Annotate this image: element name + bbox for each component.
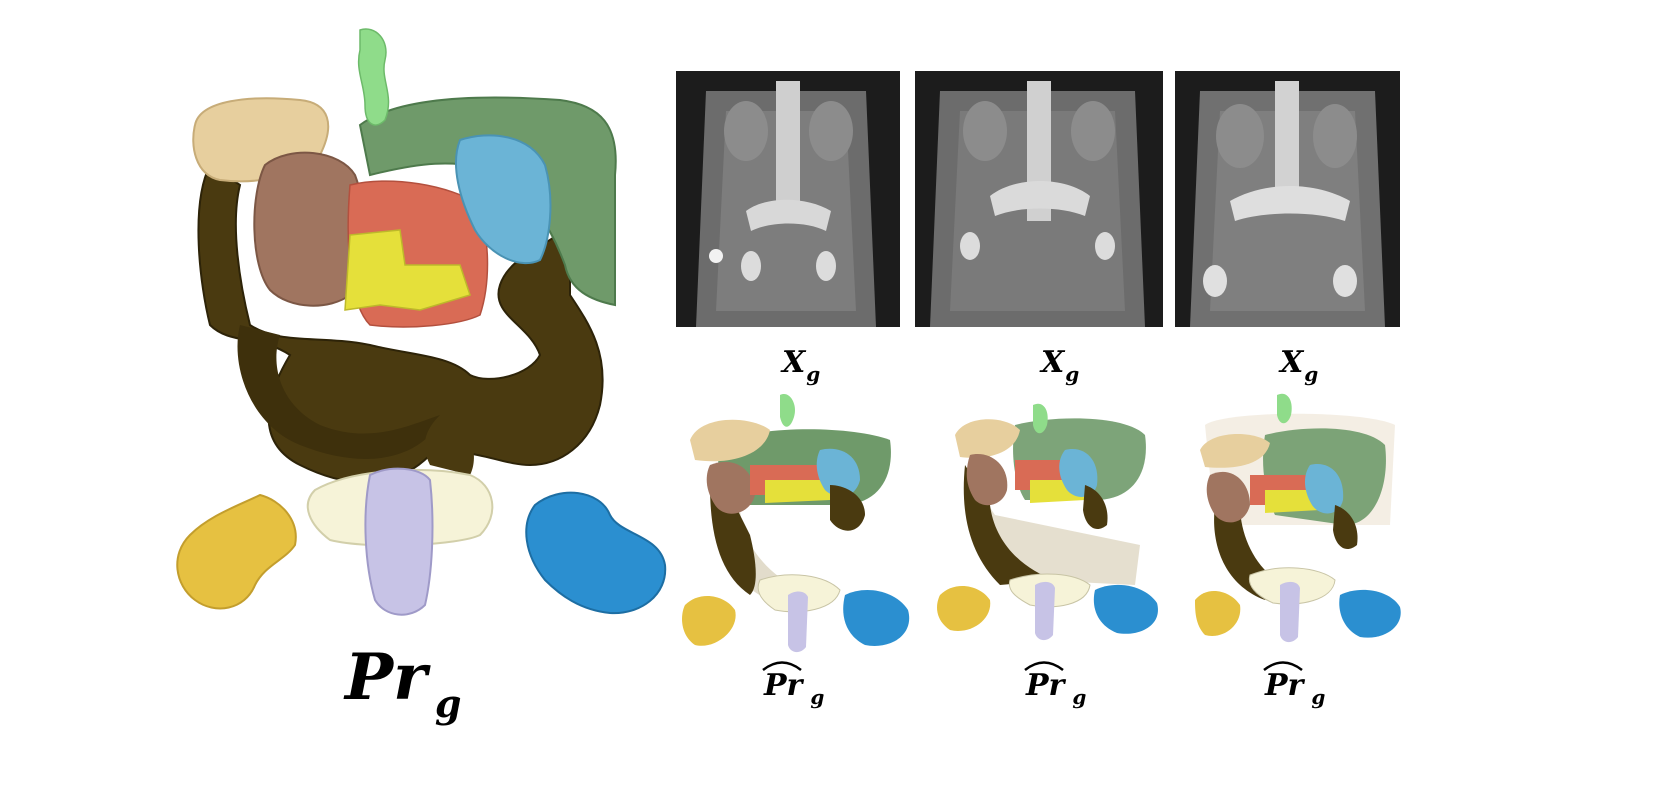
main-organ-rendering	[170, 25, 710, 665]
pr-hat-2-text: Pr	[1026, 668, 1065, 703]
pr-hat-label-3: Pr g	[1263, 661, 1325, 709]
prediction-render-1	[680, 385, 920, 655]
x-label-3-text: X	[1280, 345, 1304, 380]
main-organ-svg	[176, 28, 667, 616]
femur-left	[176, 493, 297, 610]
colon-lower	[237, 325, 440, 459]
spleen	[454, 134, 552, 265]
esophagus	[357, 28, 390, 126]
pr-hat-label-1: Pr g	[762, 661, 824, 709]
pr-hat-3: Pr	[1263, 661, 1304, 703]
pr-hat-3-sub: g	[1311, 685, 1326, 709]
prediction-render-1-svg	[682, 394, 910, 653]
pr-hat-3-text: Pr	[1265, 668, 1304, 703]
hat-accent-icon	[762, 661, 802, 671]
prediction-render-3	[1195, 385, 1415, 655]
prediction-render-2-svg	[937, 403, 1158, 641]
x-label-2: Xg	[1041, 345, 1079, 386]
ct-scan-1-svg	[676, 71, 900, 327]
pr-hat-1-sub: g	[810, 685, 825, 709]
prostate	[364, 467, 434, 616]
pr-hat-2-sub: g	[1072, 685, 1087, 709]
duodenum	[344, 229, 471, 311]
prediction-render-2	[935, 385, 1175, 655]
pr-hat-1: Pr	[762, 661, 803, 703]
x-label-3-sub: g	[1304, 362, 1319, 386]
colon	[197, 163, 604, 484]
ct-scan-3	[1175, 71, 1400, 327]
rectum	[424, 410, 474, 475]
x-label-1-sub: g	[806, 362, 821, 386]
x-label-2-text: X	[1041, 345, 1065, 380]
femur-right	[525, 491, 667, 615]
prediction-render-3-svg	[1195, 393, 1401, 643]
hat-accent-icon	[1263, 661, 1303, 671]
hat-accent-icon	[1024, 661, 1064, 671]
main-pr-subscript: g	[434, 681, 462, 726]
ct-scan-1	[676, 71, 900, 327]
main-pr-text: Pr	[345, 640, 427, 715]
pr-hat-2: Pr	[1024, 661, 1065, 703]
ct-scan-2-svg	[915, 71, 1163, 327]
pr-hat-1-text: Pr	[764, 668, 803, 703]
x-label-1-text: X	[782, 345, 806, 380]
ct-scan-3-svg	[1175, 71, 1400, 327]
x-label-3: Xg	[1280, 345, 1318, 386]
x-label-1: Xg	[782, 345, 820, 386]
pr-hat-label-2: Pr g	[1024, 661, 1086, 709]
x-label-2-sub: g	[1065, 362, 1080, 386]
ct-scan-2	[915, 71, 1163, 327]
